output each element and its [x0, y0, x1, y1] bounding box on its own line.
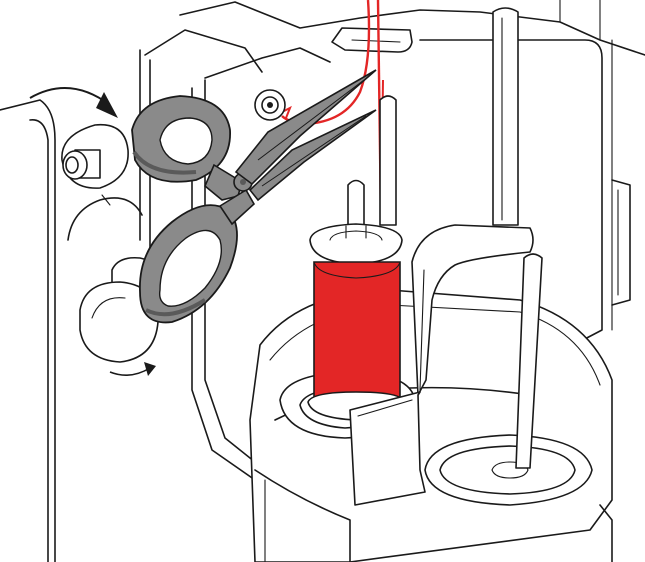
thread-line [281, 0, 384, 225]
scissors-icon [131, 69, 377, 324]
tall-spool-pin [492, 7, 519, 226]
small-spool-pin [515, 253, 543, 469]
handwheel-panel [0, 99, 143, 562]
spool-shield [349, 224, 534, 506]
rotation-arrow-icon [29, 87, 156, 376]
spool-stand-base [249, 289, 613, 562]
panel-slot [379, 95, 397, 226]
thread-guide [331, 27, 413, 53]
thread-tension-disc [254, 89, 286, 121]
